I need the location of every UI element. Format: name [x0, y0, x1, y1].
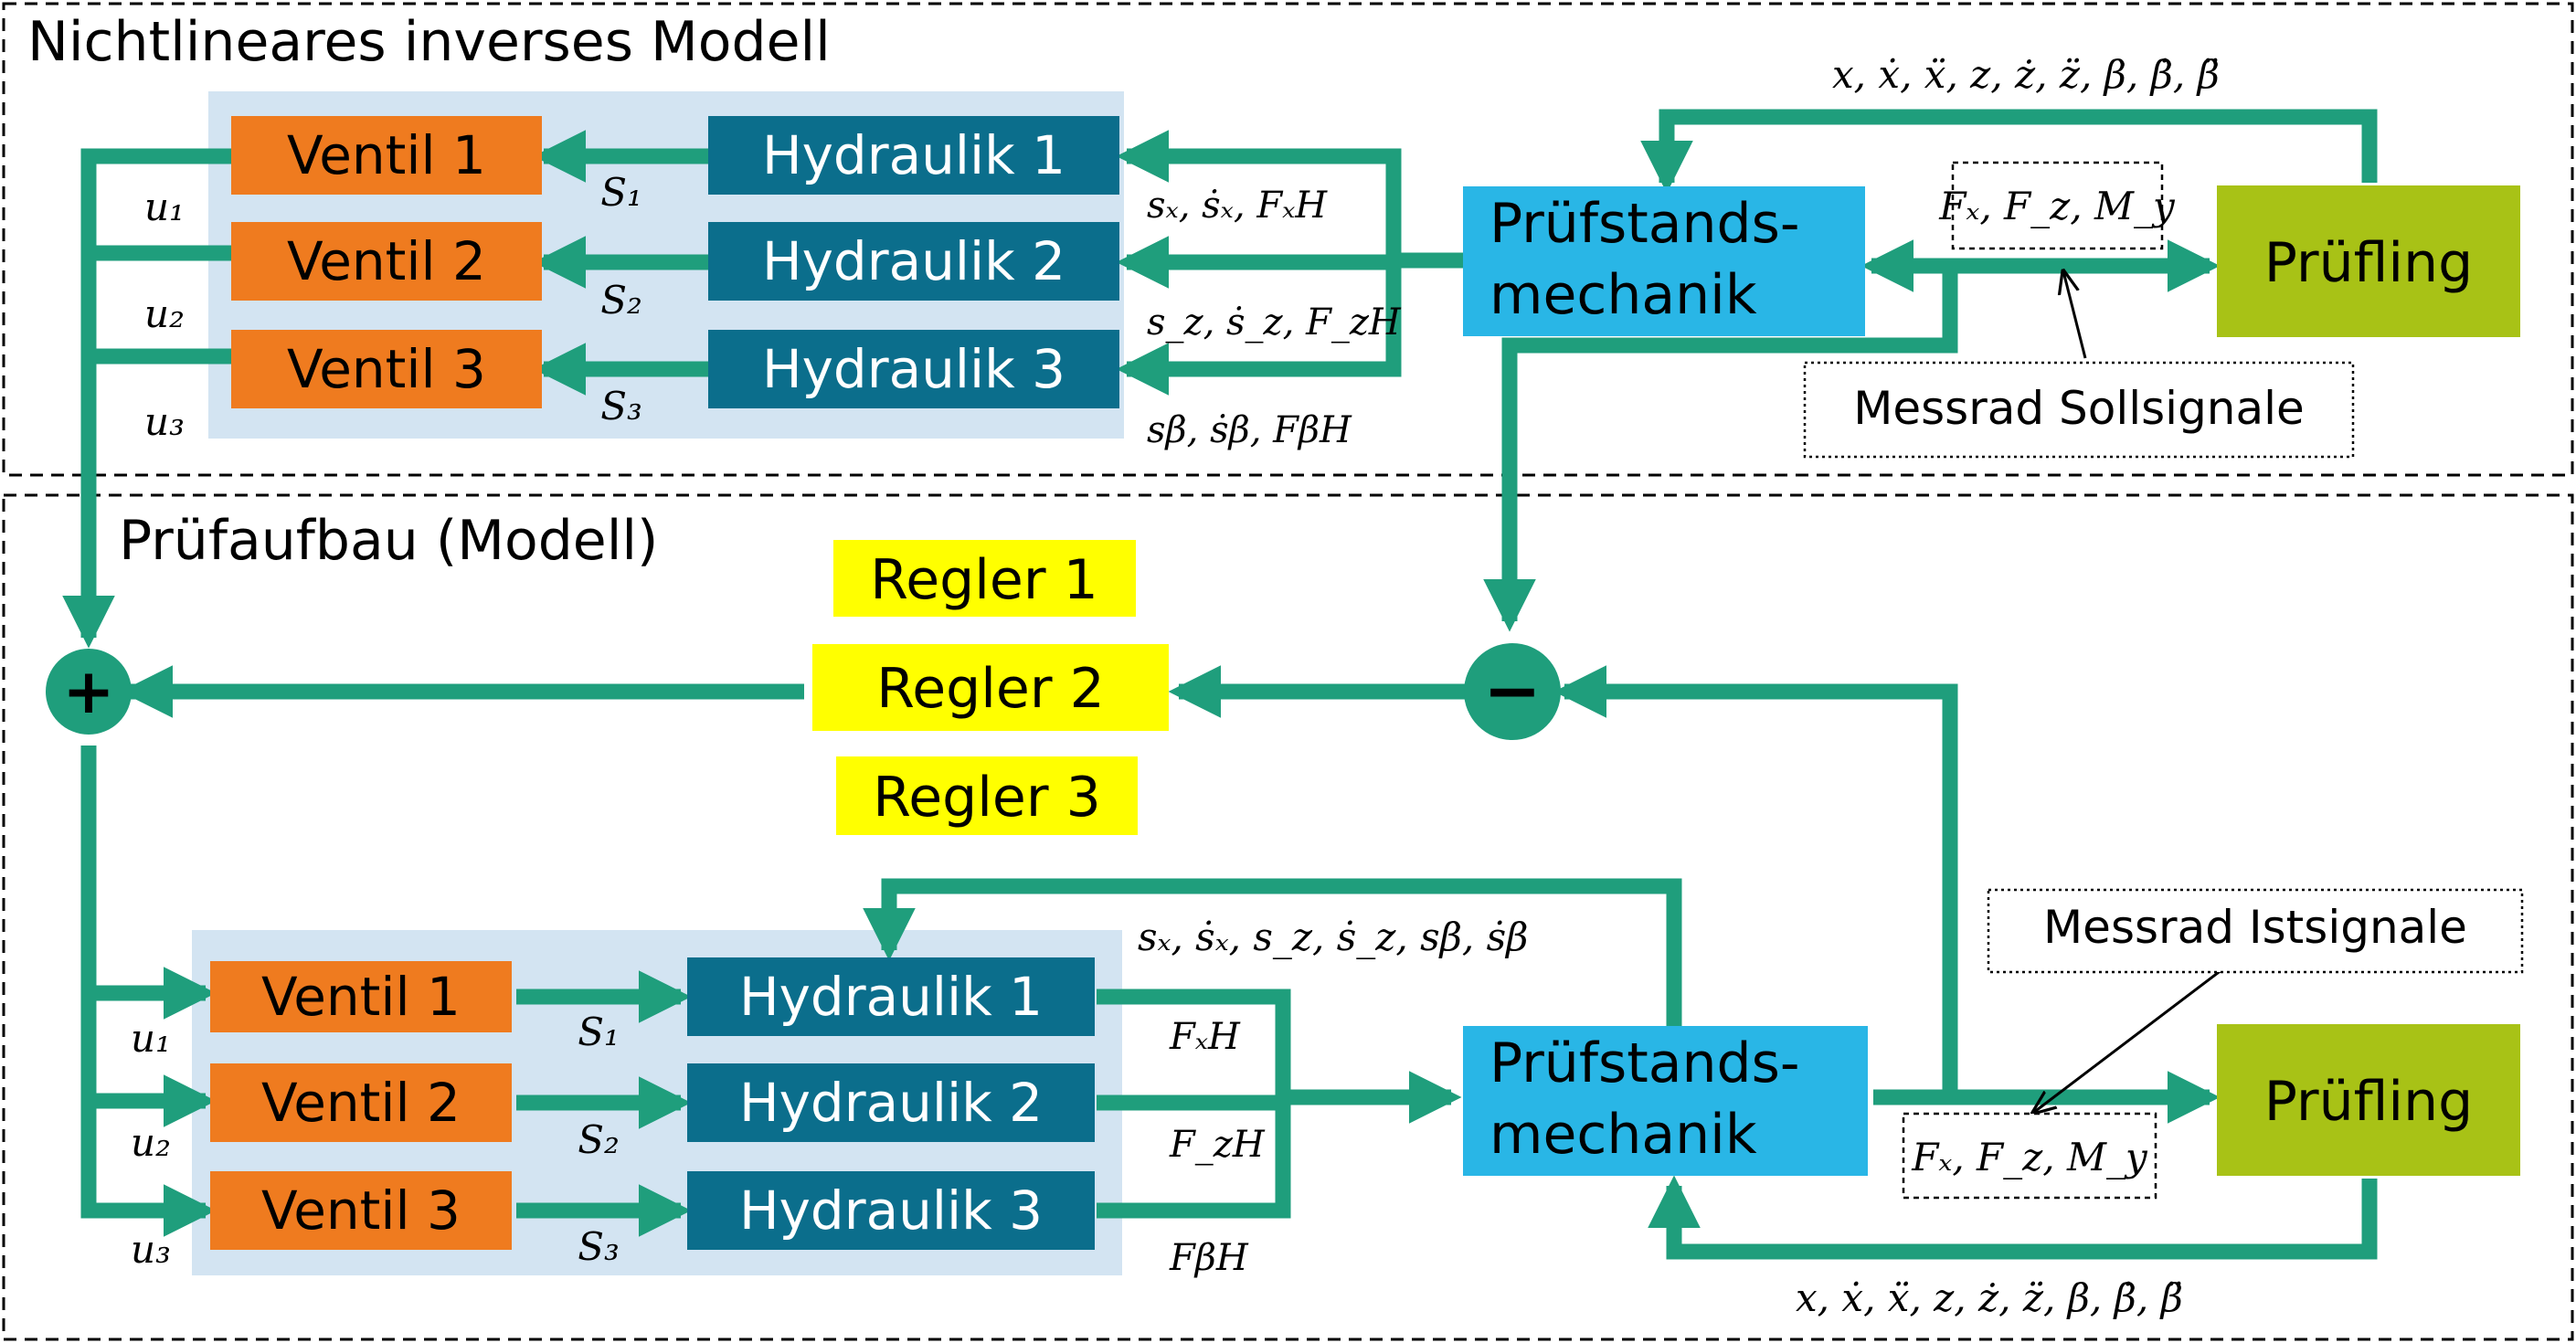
signal-lines — [62, 109, 2378, 1260]
callout-arrow-soll — [2063, 271, 2087, 359]
regler-1: Regler 1 — [833, 540, 1136, 617]
bottom-hydraulik-3: Hydraulik 3 — [687, 1171, 1095, 1250]
top-pruefling: Prüfling — [2217, 185, 2520, 337]
top-hydraulik-3-label: Hydraulik 3 — [762, 338, 1065, 400]
top-ventil-2-label: Ventil 2 — [287, 230, 486, 292]
bottom-feedback-label: x, ẋ, ẍ, z, ż, z̈, β, β̇, β̈ — [1796, 1275, 2183, 1320]
bottom-section-frame — [2, 493, 2574, 1341]
top-u2-label: u₂ — [144, 291, 185, 336]
bottom-hydraulik-2: Hydraulik 2 — [687, 1063, 1095, 1142]
bottom-force-output-2: F_zH — [1169, 1124, 1266, 1166]
bottom-s2-label: S₂ — [578, 1117, 620, 1162]
top-forces-label: Fₓ, F_z, M_y — [1938, 184, 2176, 228]
top-section-frame — [2, 2, 2574, 477]
bottom-forces-label: Fₓ, F_z, M_y — [1911, 1135, 2148, 1179]
regler-1-label: Regler 1 — [870, 548, 1098, 612]
top-hydraulik-2: Hydraulik 2 — [708, 222, 1119, 301]
regler-2: Regler 2 — [812, 644, 1169, 731]
top-s3-label: S₃ — [600, 384, 642, 428]
regler-2-label: Regler 2 — [876, 657, 1105, 721]
bottom-forces-box: Fₓ, F_z, M_y — [1902, 1112, 2157, 1200]
bottom-u1-label: u₁ — [131, 1016, 171, 1061]
bottom-messrad-box: Messrad Istsignale — [1987, 888, 2524, 974]
sum-junction: + — [46, 649, 132, 735]
bottom-ventil-2: Ventil 2 — [210, 1063, 512, 1142]
top-mechanik: Prüfstands-mechanik — [1463, 186, 1865, 336]
bottom-ventil-3: Ventil 3 — [210, 1171, 512, 1250]
top-pruefling-label: Prüfling — [2264, 231, 2473, 295]
bottom-messrad-label: Messrad Istsignale — [2043, 901, 2467, 954]
top-ventil-3-label: Ventil 3 — [287, 338, 486, 400]
bottom-force-output-1: FₓH — [1169, 1016, 1241, 1058]
bottom-hydraulik-1: Hydraulik 1 — [687, 957, 1095, 1036]
top-ventil-1: Ventil 1 — [231, 116, 542, 195]
top-u3-label: u₃ — [144, 399, 185, 444]
regler-3: Regler 3 — [836, 756, 1138, 835]
bottom-ventil-1: Ventil 1 — [210, 961, 512, 1032]
top-u1-label: u₁ — [144, 185, 185, 229]
bottom-u2-label: u₂ — [131, 1120, 171, 1165]
top-hydraulik-1-label: Hydraulik 1 — [762, 124, 1065, 186]
bottom-s1-label: S₁ — [578, 1010, 620, 1054]
bottom-force-output-3: FβH — [1169, 1237, 1249, 1279]
bottom-mechanik: Prüfstands-mechanik — [1463, 1026, 1868, 1176]
top-hydraulik-3: Hydraulik 3 — [708, 330, 1119, 408]
top-hydraulik-1: Hydraulik 1 — [708, 116, 1119, 195]
top-section-title: Nichtlineares inverses Modell — [27, 10, 831, 74]
top-messrad-box: Messrad Sollsignale — [1803, 361, 2355, 459]
bottom-hydraulik-1-label: Hydraulik 1 — [739, 966, 1043, 1028]
bottom-mechanik-label: Prüfstands-mechanik — [1489, 1031, 1800, 1167]
top-ventil-1-label: Ventil 1 — [287, 124, 486, 186]
bottom-pruefling: Prüfling — [2217, 1024, 2520, 1176]
top-s2-label: S₂ — [600, 278, 642, 323]
top-hyd-input-1: sₓ, ṡₓ, FₓH — [1147, 185, 1328, 227]
difference-junction: − — [1464, 643, 1561, 740]
bottom-ventil-3-label: Ventil 3 — [261, 1179, 461, 1242]
bottom-ventil-2-label: Ventil 2 — [261, 1072, 461, 1134]
bottom-section-title: Prüfaufbau (Modell) — [119, 509, 658, 573]
bottom-s3-label: S₃ — [578, 1224, 620, 1269]
top-ventil-2: Ventil 2 — [231, 222, 542, 301]
top-messrad-label: Messrad Sollsignale — [1853, 382, 2305, 435]
top-mechanik-label: Prüfstands-mechanik — [1489, 192, 1800, 327]
top-hydraulik-2-label: Hydraulik 2 — [762, 230, 1065, 292]
difference-junction-sign: − — [1483, 650, 1542, 731]
bottom-hydraulik-2-label: Hydraulik 2 — [739, 1072, 1043, 1134]
top-hyd-input-2: s_z, ṡ_z, F_zH — [1147, 301, 1402, 344]
bottom-u3-label: u₃ — [131, 1227, 171, 1272]
callout-arrow-ist — [2033, 957, 2238, 1113]
bottom-hydraulik-3-label: Hydraulik 3 — [739, 1179, 1043, 1242]
bottom-pruefling-label: Prüfling — [2264, 1070, 2473, 1134]
regler-3-label: Regler 3 — [873, 766, 1101, 830]
top-hyd-input-3: sβ, ṡβ, FβH — [1147, 409, 1352, 451]
top-s1-label: S₁ — [600, 170, 642, 215]
bottom-states-label: sₓ, ṡₓ, s_z, ṡ_z, sβ, ṡβ — [1138, 915, 1528, 959]
top-forces-box: Fₓ, F_z, M_y — [1938, 161, 2176, 250]
top-ventil-3: Ventil 3 — [231, 330, 542, 408]
top-feedback-label: x, ẋ, ẍ, z, ż, z̈, β, β̇, β̈ — [1832, 52, 2220, 97]
sum-junction-sign: + — [63, 656, 115, 728]
bottom-ventil-1-label: Ventil 1 — [261, 966, 461, 1028]
